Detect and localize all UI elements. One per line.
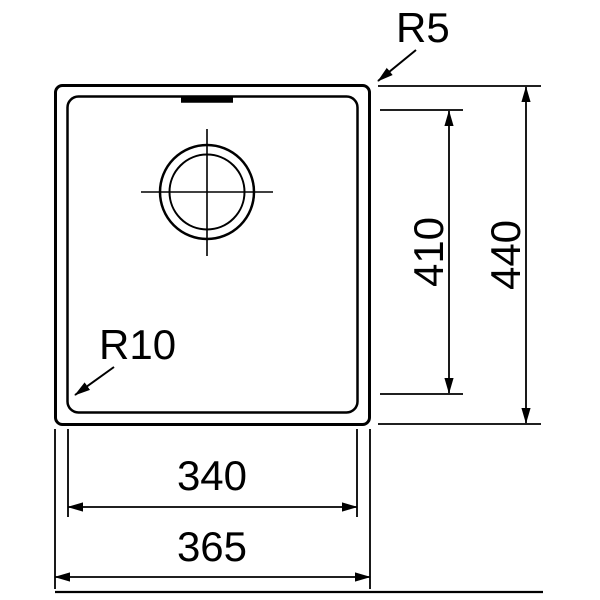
label-inner-width: 340 (177, 452, 247, 499)
r5-leader-arrow (377, 49, 417, 82)
dimension-overall-width (54, 429, 371, 589)
drawing-lines (54, 49, 543, 594)
r10-leader-arrow (74, 366, 115, 396)
dimension-overall-depth (378, 85, 541, 425)
sink-inner-outline (66, 95, 359, 414)
label-radius-top-right: R5 (396, 4, 450, 51)
label-inner-depth: 410 (405, 217, 452, 287)
sink-outer-outline (54, 84, 371, 426)
drawing-labels: R5 R10 410 440 340 365 (99, 4, 529, 570)
label-overall-width: 365 (177, 523, 247, 570)
label-radius-bottom-left: R10 (99, 321, 176, 368)
dimension-inner-depth (380, 109, 463, 395)
label-overall-depth: 440 (482, 220, 529, 290)
dimension-inner-width (67, 429, 358, 517)
